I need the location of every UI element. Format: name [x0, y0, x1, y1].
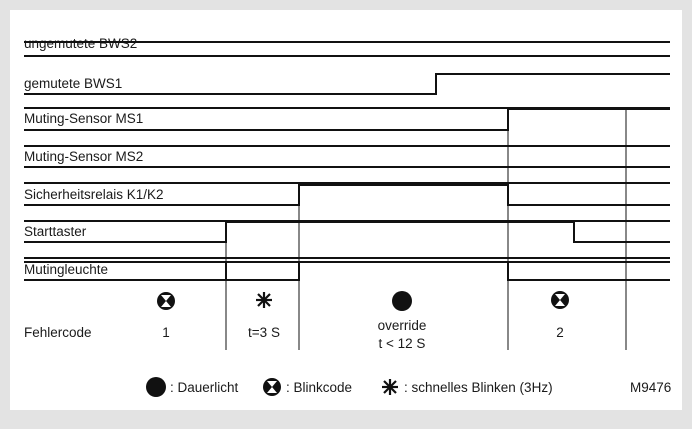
blinkcode-icon: [551, 291, 569, 309]
legend-blinkcode-icon: [263, 378, 281, 396]
legend-dauerlicht: : Dauerlicht: [170, 380, 239, 395]
signal-label-ms2: Muting-Sensor MS2: [24, 149, 143, 164]
legend-blinkcode: : Blinkcode: [286, 380, 352, 395]
timing-diagram-svg: ungemutete BWS2 gemutete BWS1 Muting-Sen…: [24, 36, 671, 397]
waveform-relais: [24, 184, 670, 206]
legend-schnell: : schnelles Blinken (3Hz): [404, 380, 553, 395]
signal-label-bws1: gemutete BWS1: [24, 76, 122, 91]
star-icon: [256, 292, 272, 308]
signal-label-relais: Sicherheitsrelais K1/K2: [24, 187, 164, 202]
fehlercode-1-text: 1: [162, 325, 170, 340]
fehlercode-label: Fehlercode: [24, 325, 92, 340]
signal-label-starttaster: Starttaster: [24, 224, 87, 239]
fehlercode-override-text: override: [378, 318, 427, 333]
waveform-mutingleuchte: [24, 261, 670, 281]
timing-diagram: ungemutete BWS2 gemutete BWS1 Muting-Sen…: [10, 10, 682, 410]
waveform-bws1: [24, 73, 670, 95]
signal-label-bws2: ungemutete BWS2: [24, 36, 137, 51]
fehlercode-star-text: t=3 S: [248, 325, 280, 340]
fehlercode-override-time: t < 12 S: [379, 336, 426, 351]
fehlercode-2-text: 2: [556, 325, 564, 340]
signal-label-ms1: Muting-Sensor MS1: [24, 111, 143, 126]
legend-dot-icon: [146, 377, 166, 397]
waveform-starttaster: [24, 221, 670, 243]
dot-icon: [392, 291, 412, 311]
blinkcode-icon: [157, 292, 175, 310]
figure-id: M9476: [630, 380, 671, 395]
signal-label-mutingleuchte: Mutingleuchte: [24, 262, 108, 277]
legend-star-icon: [382, 379, 398, 395]
